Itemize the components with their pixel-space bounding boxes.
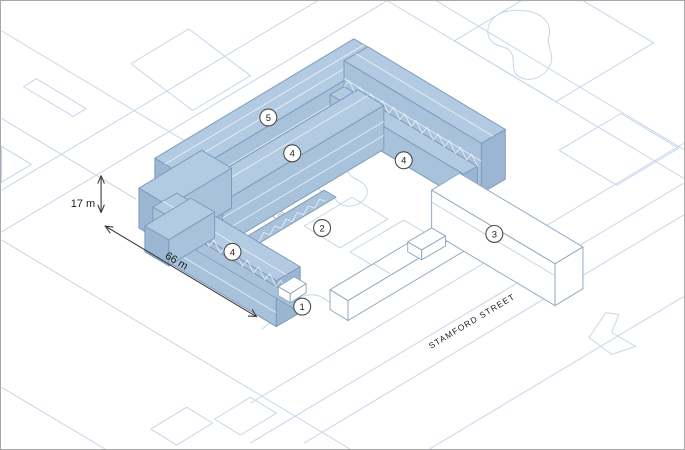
dimension-height-label: 17 m xyxy=(71,198,95,210)
marker-3: 3 xyxy=(485,224,504,243)
marker-4-east: 4 xyxy=(394,151,413,170)
svg-text:5: 5 xyxy=(266,113,271,124)
svg-text:4: 4 xyxy=(290,149,295,160)
marker-5: 5 xyxy=(259,108,278,127)
height-dimension: 17 m xyxy=(71,175,105,214)
stamford-street-edge xyxy=(250,142,684,404)
park xyxy=(454,1,655,103)
context-block-west-edge xyxy=(1,145,32,183)
svg-text:3: 3 xyxy=(492,229,497,240)
context-block-south-b xyxy=(150,406,214,446)
context-block-east xyxy=(558,112,679,186)
svg-text:1: 1 xyxy=(300,302,305,313)
context-block-north xyxy=(130,28,251,112)
length-arrow xyxy=(104,225,257,318)
svg-text:2: 2 xyxy=(319,223,324,234)
marker-2: 2 xyxy=(313,218,332,237)
svg-text:4: 4 xyxy=(230,247,235,258)
context-block-west xyxy=(22,78,87,117)
west-corner-front-block xyxy=(144,197,216,267)
park-pond-outline xyxy=(487,9,553,80)
marker-4-south: 4 xyxy=(223,242,242,261)
context-block-south-a xyxy=(214,396,277,436)
building-3-annex xyxy=(407,227,447,261)
svg-text:4: 4 xyxy=(401,156,406,167)
building-1 xyxy=(277,276,307,304)
context-block-southeast xyxy=(588,312,637,355)
building-3 xyxy=(431,172,584,307)
marker-1: 1 xyxy=(293,297,312,316)
pond xyxy=(317,168,368,207)
courtyard-paving-a xyxy=(303,196,389,249)
marker-4-middle: 4 xyxy=(283,144,302,163)
